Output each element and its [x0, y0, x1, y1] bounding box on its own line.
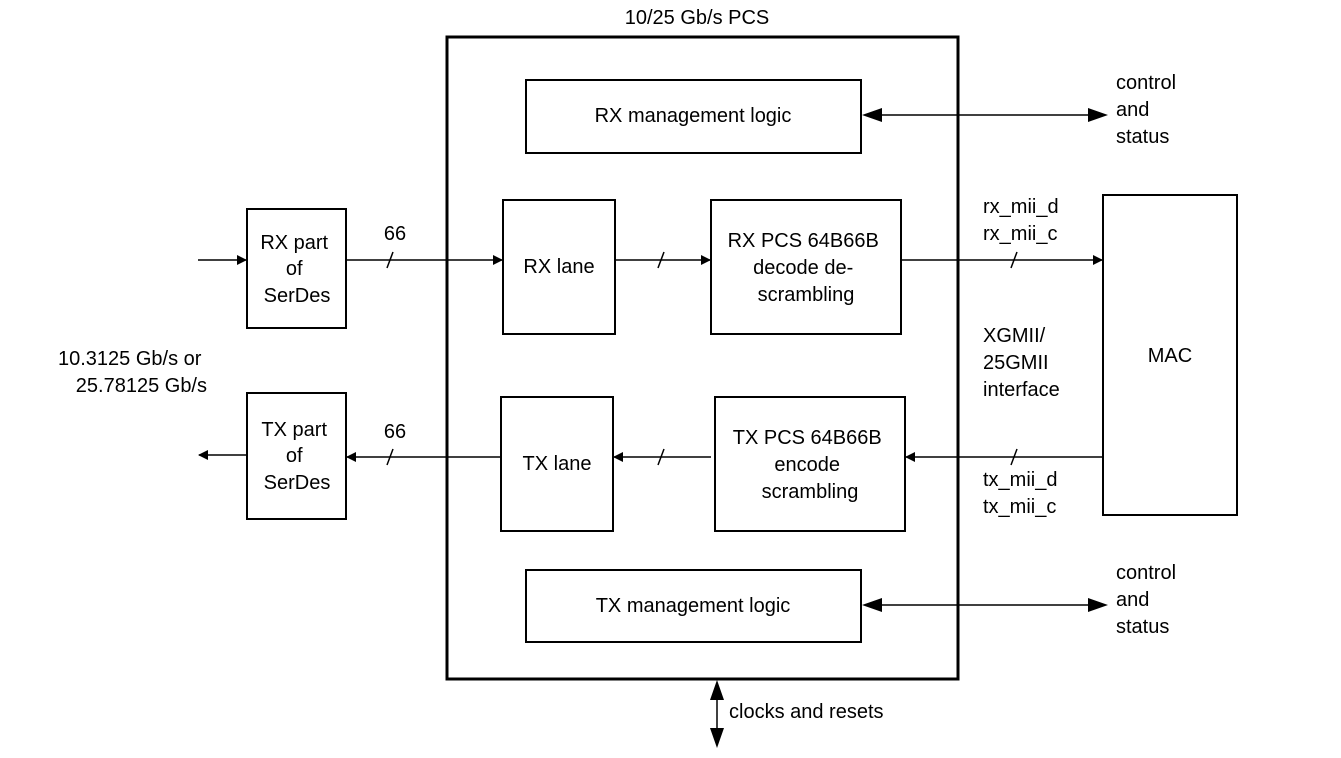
- tx-pcs-block: TX PCS 64B66B encode scrambling: [714, 396, 906, 532]
- mac-label: MAC: [1148, 345, 1192, 367]
- rx-serdes-label: RX part of SerDes: [260, 232, 333, 307]
- rx-bus-width-tick: [386, 251, 394, 269]
- line-rate-label: 10.3125 Gb/s or 25.78125 Gb/s: [58, 348, 207, 397]
- rx-bus-width-label: 66: [384, 223, 406, 245]
- rx-control-status-label: control and status: [1116, 72, 1182, 148]
- rx-lane-label: RX lane: [523, 256, 594, 278]
- pcs-container: [445, 35, 960, 681]
- interface-label: XGMII/ 25GMII interface: [983, 325, 1060, 401]
- mac-block: MAC: [1102, 194, 1238, 516]
- tx-bus-width-tick: [386, 448, 394, 466]
- clocks-resets-label: clocks and resets: [729, 701, 884, 723]
- tx-lane-block: TX lane: [500, 396, 614, 532]
- tx-mii-bus-tick: [1010, 448, 1018, 466]
- rx-mii-signals-label: rx_mii_d rx_mii_c: [983, 196, 1064, 245]
- rx-management-logic-block: RX management logic: [525, 79, 862, 154]
- tx-mii-signals-label: tx_mii_d tx_mii_c: [983, 469, 1063, 518]
- rx-serdes-block: RX part of SerDes: [246, 208, 347, 329]
- tx-control-status-arrow: [862, 598, 1108, 612]
- tx-lane-label: TX lane: [523, 453, 592, 475]
- rx-lane-block: RX lane: [502, 199, 616, 335]
- pcs-title: 10/25 Gb/s PCS: [625, 7, 770, 29]
- rx-control-status-arrow: [862, 108, 1108, 122]
- rx-lane-bus-tick: [657, 251, 665, 269]
- tx-lane-bus-tick: [657, 448, 665, 466]
- tx-pcs-label: TX PCS 64B66B encode scrambling: [733, 427, 888, 503]
- rx-pcs-block: RX PCS 64B66B decode de- scrambling: [710, 199, 902, 335]
- tx-management-logic-label: TX management logic: [596, 595, 791, 617]
- rx-pcs-label: RX PCS 64B66B decode de- scrambling: [728, 230, 885, 306]
- tx-control-status-label: control and status: [1116, 562, 1182, 638]
- tx-serdes-block: TX part of SerDes: [246, 392, 347, 520]
- tx-serdes-label: TX part of SerDes: [261, 419, 332, 494]
- tx-bus-width-label: 66: [384, 421, 406, 443]
- rx-management-logic-label: RX management logic: [595, 105, 792, 127]
- clocks-resets-arrow: [710, 680, 724, 748]
- rx-mii-bus-tick: [1010, 251, 1018, 269]
- tx-management-logic-block: TX management logic: [525, 569, 862, 643]
